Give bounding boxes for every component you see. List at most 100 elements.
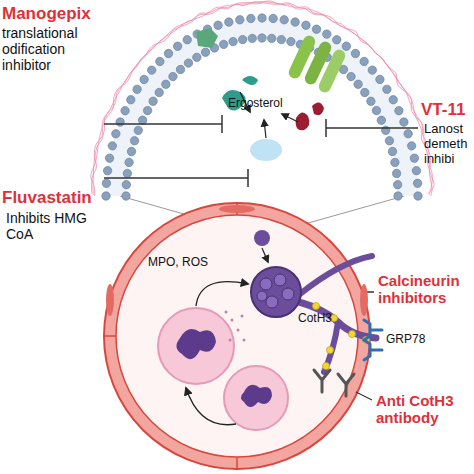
lipid-head: [351, 49, 359, 57]
membrane-dome: [95, 4, 429, 196]
lipid-head: [133, 85, 141, 93]
lipid-head: [392, 169, 400, 177]
lanosterol-demethylase: [312, 102, 324, 115]
drug-name: VT-11: [421, 100, 465, 120]
lipid-head: [201, 48, 209, 56]
spore-vesicle: [257, 274, 294, 308]
lipid-head: [193, 53, 201, 61]
lipid-head: [354, 80, 362, 88]
lipid-head: [173, 42, 181, 50]
vessel-lumen: [116, 215, 358, 457]
lipid-head: [312, 25, 320, 33]
gpi-protein: [242, 76, 258, 85]
lipid-head: [291, 18, 299, 26]
lipid-head: [155, 88, 163, 96]
protein-label: CotH3: [298, 312, 332, 326]
endothelial-junction: [104, 203, 370, 469]
spore: [254, 230, 270, 246]
lipid-head: [361, 88, 369, 96]
lipid-head: [395, 106, 403, 114]
neutrophil: [158, 308, 234, 384]
lipid-head: [121, 106, 129, 114]
lipid-head: [333, 36, 341, 44]
lipid-head: [383, 85, 391, 93]
antibody: [314, 370, 354, 396]
drug-description: translational odification inhibitor: [2, 25, 102, 73]
lipid-head: [302, 21, 310, 29]
lipid-head: [385, 137, 393, 145]
lipid-head: [414, 192, 422, 200]
molecule-label: MPO, ROS: [148, 256, 208, 270]
granule: [225, 311, 246, 342]
lipid-head: [105, 154, 113, 162]
recruit-arrow: [186, 388, 236, 425]
lipid-head: [102, 179, 110, 187]
drug-description: Inhibits HMG CoA: [6, 210, 106, 242]
lipid-head: [127, 96, 135, 104]
lipid-head: [147, 66, 155, 74]
lipid-head: [169, 72, 177, 80]
lipid-head: [407, 142, 415, 150]
lipid-head: [280, 16, 288, 24]
lipid-head: [140, 75, 148, 83]
lipid-head: [122, 192, 130, 200]
lipid-head: [238, 35, 246, 43]
drug-description: Lanost demeth inhibi: [424, 122, 472, 167]
lipid-head: [268, 34, 276, 42]
lipid-head: [367, 97, 375, 105]
lipid-head: [372, 106, 380, 114]
lipid-head: [247, 14, 255, 22]
lipid-head: [214, 21, 222, 29]
lipid-head: [394, 192, 402, 200]
protein-label: GRP78: [386, 333, 425, 347]
lipid-head: [404, 130, 412, 138]
lipid-head: [229, 37, 237, 45]
lipid-head: [287, 37, 295, 45]
lipid-head: [116, 118, 124, 126]
endothelial-nucleus: [219, 205, 255, 213]
lipid-head: [183, 36, 191, 44]
hypha: [300, 256, 372, 294]
grp78-receptor: [364, 320, 382, 360]
lipid-head: [225, 18, 233, 26]
lipid-head: [138, 116, 146, 124]
lipid-head: [400, 118, 408, 126]
lipid-head: [413, 179, 421, 187]
lipid-head: [108, 142, 116, 150]
lipid-head: [176, 65, 184, 73]
lipid-bilayer: [102, 14, 422, 200]
lipid-head: [102, 192, 110, 200]
lipid-head: [143, 106, 151, 114]
lipid-head: [149, 97, 157, 105]
lipid-head: [130, 137, 138, 145]
lipid-head: [122, 181, 130, 189]
lipid-head: [347, 72, 355, 80]
molecule-label: Ergosterol: [228, 97, 283, 111]
lipid-head: [258, 14, 266, 22]
lipid-head: [412, 166, 420, 174]
lipid-head: [103, 166, 111, 174]
lipid-head: [236, 16, 244, 24]
lipid-head: [156, 57, 164, 65]
leader-line: [356, 392, 372, 400]
lipid-head: [342, 42, 350, 50]
lipid-head: [127, 147, 135, 155]
pathway-arrow: [262, 248, 268, 262]
release-arrow: [196, 282, 248, 306]
neutrophil-nucleus: [241, 385, 272, 407]
endothelial-nucleus: [106, 284, 114, 316]
lipid-head: [360, 57, 368, 65]
hmg-coa-reductase: [250, 139, 282, 161]
germinating-spore: [251, 267, 301, 317]
drug-name: Manogepix: [2, 4, 91, 24]
endothelial-nucleus: [360, 284, 368, 316]
lipid-head: [134, 126, 142, 134]
lipid-head: [219, 40, 227, 48]
pathway-arrow: [264, 120, 266, 138]
lipid-head: [277, 35, 285, 43]
neutrophil-nucleus: [176, 329, 216, 359]
drug-name: Calcineurin inhibitors: [378, 272, 474, 307]
lipid-head: [389, 96, 397, 104]
